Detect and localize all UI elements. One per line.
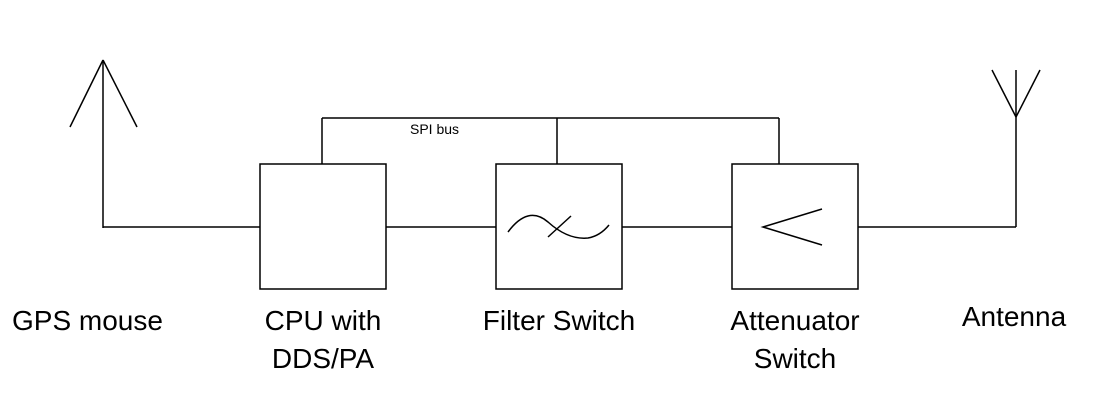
filter-switch-label: Filter Switch	[482, 305, 636, 336]
antenna-label: Antenna	[961, 301, 1067, 332]
attenuator-wedge-icon	[760, 208, 823, 246]
cpu-block	[259, 163, 387, 290]
gps-antenna-icon	[69, 59, 138, 228]
antenna-icon	[991, 69, 1041, 227]
filter-block	[495, 163, 623, 290]
cpu-label-line1: CPU with	[264, 305, 382, 336]
spi-bus	[321, 117, 780, 164]
cpu-label: CPU with DDS/PA	[243, 302, 403, 378]
attenuator-label: Attenuator Switch	[705, 302, 885, 378]
filter-tilde-icon	[507, 214, 610, 239]
gps-mouse-label: GPS mouse	[12, 305, 163, 336]
cpu-label-line2: DDS/PA	[271, 343, 375, 374]
attenuator-label-line1: Attenuator	[730, 305, 860, 336]
attenuator-block	[731, 163, 859, 290]
spi-bus-label: SPI bus	[410, 121, 460, 137]
attenuator-label-line2: Switch	[753, 343, 837, 374]
